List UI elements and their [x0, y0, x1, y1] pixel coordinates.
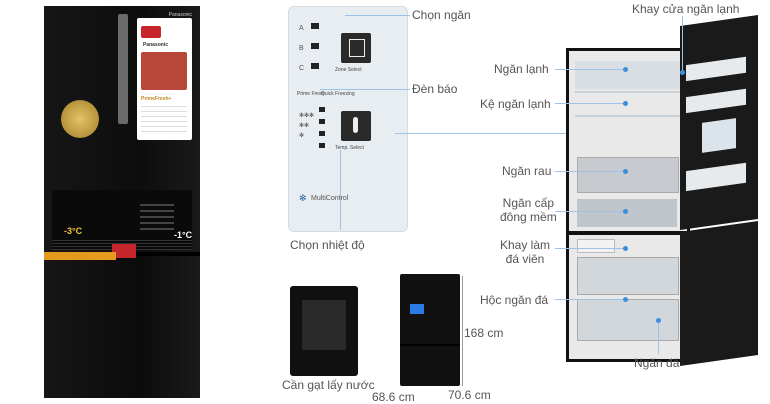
door-handle: [118, 14, 128, 124]
callout-line-chon-ngan: [345, 15, 410, 16]
vegetable-drawer: [577, 157, 679, 193]
callout-dot-ngan-da: [656, 318, 661, 323]
callout-line-hoc: [555, 299, 625, 300]
ice-tray: [577, 239, 615, 253]
shelf-2: [575, 115, 681, 117]
thermometer-icon: [353, 117, 358, 133]
water-tank: [702, 118, 736, 153]
callout-line-ngan-lanh: [555, 69, 625, 70]
callout-line-ngan-da: [658, 320, 659, 354]
label-ngan-cap-line2: đông mềm: [500, 210, 557, 224]
label-ngan-cap-line1: Ngăn cấp: [502, 196, 555, 210]
callout-line-den-bao: [320, 89, 410, 90]
label-khay-cua-ngan-lanh: Khay cửa ngăn lạnh: [632, 2, 740, 16]
callout-line-khay-cua: [682, 16, 683, 72]
open-fridge-interior: [566, 48, 690, 362]
door-bin-1: [686, 56, 746, 82]
fridge-divider: [569, 231, 687, 235]
label-ngan-da: Ngăn đá: [634, 356, 680, 370]
multicontrol-logo: MultiControl: [311, 195, 349, 202]
label-ngan-lanh: Ngăn lạnh: [494, 62, 549, 76]
multicontrol-snowflake-icon: ✻: [299, 193, 307, 203]
fridge-top-compartment: [575, 61, 681, 89]
callout-line-chon-nhiet-do: [340, 150, 341, 230]
poster-feature: PrimeFresh+: [141, 96, 172, 102]
zone-select-label: Zone Select: [335, 67, 362, 73]
zone-letter-a: A: [299, 25, 304, 32]
small-fridge-gap: [400, 344, 460, 346]
callout-line-ke: [555, 103, 625, 104]
temp-select-button[interactable]: [341, 111, 371, 141]
door-bin-3: [686, 162, 746, 192]
fridge-lower-door: [44, 256, 200, 398]
fridge-front-view: Panasonic Panasonic PrimeFresh+ KHÁNG KH…: [44, 6, 200, 398]
fridge-open-door-upper: [680, 15, 758, 231]
connector-line: [395, 133, 573, 134]
zone-indicators: [311, 23, 319, 83]
front-meat-image: [112, 244, 136, 258]
zone-select-button[interactable]: [341, 33, 371, 63]
callout-dot-ngan-lanh: [623, 67, 628, 72]
label-den-bao: Đèn báo: [412, 82, 458, 96]
door-bin-2: [686, 88, 746, 114]
quick-freezing-label: Quick Freezing: [321, 91, 355, 97]
label-chon-nhiet-do: Chọn nhiệt độ: [290, 238, 365, 252]
freezer-drawer-2: [577, 299, 679, 341]
callout-dot-dong-mem: [623, 209, 628, 214]
label-can-gat-lay-nuoc: Cần gạt lấy nước: [282, 378, 375, 392]
small-fridge-dispenser: [410, 304, 424, 314]
callout-line-ngan-rau: [555, 171, 625, 172]
poster-red-mark: [141, 26, 161, 38]
temp-left: -3°C: [64, 226, 83, 236]
zone-letter-c: C: [299, 65, 305, 72]
freezer-drawer-1: [577, 257, 679, 295]
snowflake-icons: ✻✻✻✻✻✻: [299, 113, 315, 139]
label-khay-lam-line2: đá viên: [505, 252, 545, 266]
label-chon-ngan: Chọn ngăn: [412, 8, 471, 22]
label-khay-lam-line1: Khay làm: [500, 238, 551, 252]
label-khay-lam-da-vien: Khay làm đá viên: [500, 238, 550, 266]
callout-line-khay-lam: [555, 248, 625, 249]
callout-dot-hoc: [623, 297, 628, 302]
temp-indicators: [319, 107, 325, 153]
poster-food-image: [141, 52, 187, 90]
label-height: 168 cm: [464, 326, 504, 340]
callout-line-dong-mem: [555, 211, 625, 212]
label-ngan-cap-dong-mem: Ngăn cấp đông mềm: [500, 196, 557, 224]
control-panel-closeup: A B C Zone Select Prime Fresh Quick Free…: [288, 6, 408, 232]
dispenser-lever: [302, 300, 346, 350]
label-depth: 70.6 cm: [448, 388, 491, 402]
label-hoc-ngan-da: Hộc ngăn đá: [480, 293, 549, 307]
small-fridge-dimension-view: [400, 274, 460, 386]
height-dimension-line: [462, 276, 463, 386]
callout-dot-khay-lam: [623, 246, 628, 251]
brand-logo: Panasonic: [168, 12, 192, 18]
zone-letter-b: B: [299, 45, 304, 52]
water-dispenser-closeup: [290, 286, 358, 376]
award-badge: [61, 100, 99, 138]
shelf-1: [575, 91, 681, 93]
label-width: 68.6 cm: [372, 390, 415, 404]
temp-select-label: Temp. Select: [335, 145, 364, 151]
control-leds: [140, 204, 174, 230]
poster-text-lines: [141, 106, 187, 134]
temp-right: -1°C: [174, 230, 193, 240]
front-orange-strip: [44, 252, 116, 260]
label-ngan-rau: Ngăn rau: [502, 164, 552, 178]
prime-fresh-label: Prime Fresh: [297, 91, 325, 97]
label-ke-ngan-lanh: Kệ ngăn lạnh: [480, 97, 551, 111]
callout-dot-ngan-rau: [623, 169, 628, 174]
callout-dot-khay-cua: [680, 70, 685, 75]
fridge-open-door-lower: [680, 221, 758, 366]
callout-dot-ke: [623, 101, 628, 106]
product-poster: Panasonic PrimeFresh+: [137, 18, 192, 140]
poster-brand: Panasonic: [143, 42, 169, 48]
fridge-icon: [349, 39, 365, 57]
